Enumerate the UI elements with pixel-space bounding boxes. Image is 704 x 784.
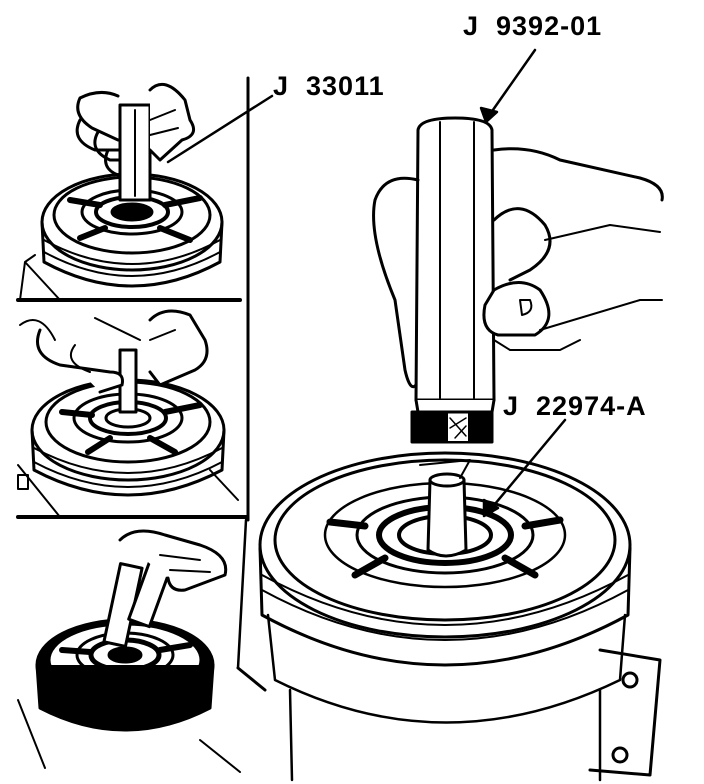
leader-j9392 bbox=[486, 48, 537, 119]
arrowhead-j22974 bbox=[482, 498, 500, 518]
panel-main-clutch bbox=[258, 116, 664, 782]
panel-dividers bbox=[16, 76, 267, 692]
label-j22974-a: J 22974-A bbox=[503, 391, 647, 421]
arrowhead-j9392 bbox=[479, 106, 499, 124]
label-j9392-01: J 9392-01 bbox=[463, 11, 603, 41]
panel-top-clutch bbox=[19, 82, 224, 301]
leader-lines bbox=[166, 48, 567, 518]
panel-middle-clutch bbox=[17, 309, 239, 518]
panel-bottom-clutch bbox=[17, 529, 241, 773]
label-j33011: J 33011 bbox=[273, 71, 385, 101]
leader-j33011 bbox=[166, 94, 274, 164]
leader-j22974 bbox=[488, 418, 567, 512]
